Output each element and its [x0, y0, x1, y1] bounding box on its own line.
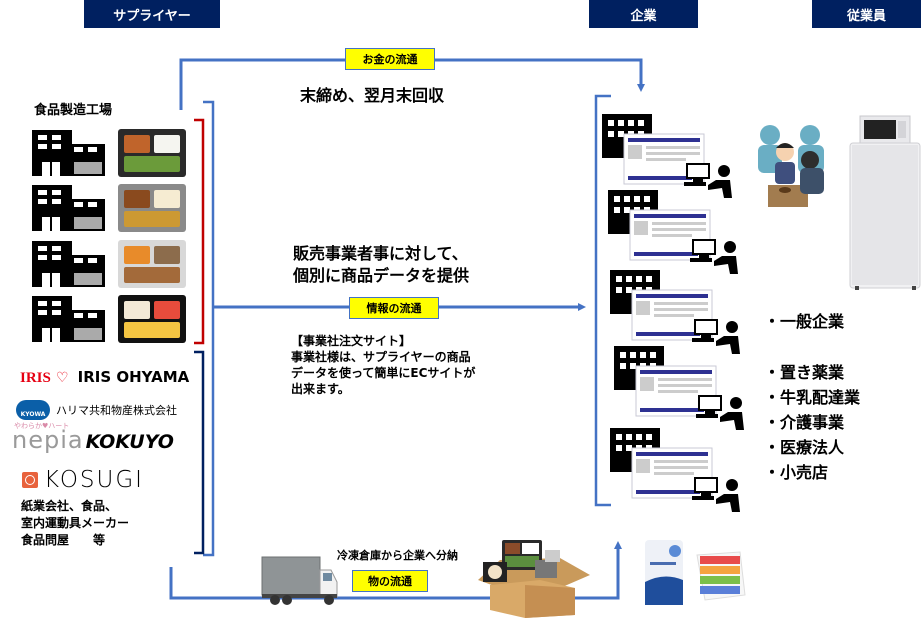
- header-employee: 従業員: [812, 0, 921, 28]
- factory-title: 食品製造工場: [34, 103, 113, 118]
- kyowa-logo-icon: KYOWA: [16, 400, 50, 420]
- info-flow-label: 情報の流通: [349, 297, 439, 319]
- header-company: 企業: [589, 0, 698, 28]
- ec-site-window-icon: [635, 365, 717, 417]
- info-note-line-3: データを使って簡単にECサイトが: [291, 366, 476, 380]
- money-flow-label: お金の流通: [345, 48, 435, 70]
- goods-flow-description: 冷凍倉庫から企業へ分納: [337, 549, 458, 562]
- factory-icon: [32, 130, 105, 176]
- iris-name: IRIS OHYAMA: [77, 368, 190, 386]
- kokuyo-name: KOKUYO: [85, 431, 174, 453]
- nepia-subtitle: やわらか♥ハート: [14, 422, 70, 430]
- fruit-cup-photo: [118, 295, 186, 343]
- heart-icon: ♡: [55, 370, 69, 386]
- other-suppliers-line-3: 食品問屋 等: [21, 533, 106, 547]
- other-suppliers-line-1: 紙業会社、食品、: [21, 499, 118, 513]
- person-at-computer-icon: [684, 163, 732, 198]
- ec-site-window-icon: [631, 447, 713, 499]
- person-at-computer-icon: [690, 239, 738, 274]
- money-flow-description: 末締め、翌月末回収: [300, 86, 445, 105]
- nepia-name: nepia: [12, 426, 84, 454]
- other-suppliers-line-2: 室内運動具メーカー: [21, 516, 130, 530]
- info-description-line-2: 個別に商品データを提供: [293, 266, 470, 285]
- packaged-meat-photo: [118, 240, 186, 288]
- info-note-line-1: 【事業社注文サイト】: [291, 334, 412, 348]
- iris-heart-icon: IRIS: [20, 370, 51, 386]
- brand-iris: IRIS ♡ IRIS OHYAMA: [20, 367, 189, 387]
- brand-kosugi: KOSUGI: [22, 467, 144, 493]
- person-at-computer-icon: [692, 319, 740, 354]
- info-description-line-1: 販売事業者事に対して、: [293, 244, 468, 263]
- bento-box-photo: [118, 129, 186, 177]
- kosugi-logo-icon: [22, 472, 38, 488]
- person-at-computer-icon: [696, 395, 744, 430]
- employee-category-5: ・小売店: [764, 463, 829, 482]
- company-bracket: [594, 94, 611, 507]
- kyowa-name: ハリマ共和物産株式会社: [56, 404, 177, 417]
- factory-icon: [32, 185, 105, 231]
- company-unit: [608, 190, 738, 274]
- employee-category-1: ・置き薬業: [764, 363, 845, 382]
- brand-bracket: [194, 350, 205, 555]
- goods-flow-label: 物の流通: [352, 570, 428, 592]
- goods-flow-line: [169, 541, 622, 600]
- company-unit: [610, 270, 740, 354]
- person-at-computer-icon: [692, 477, 740, 512]
- supplier-outer-bracket: [203, 100, 215, 557]
- kosugi-name: KOSUGI: [44, 467, 144, 493]
- employee-category-2: ・牛乳配達業: [764, 388, 861, 407]
- factory-icon: [32, 241, 105, 287]
- header-supplier: サプライヤー: [84, 0, 220, 28]
- employee-category-primary: ・一般企業: [764, 312, 845, 331]
- info-note-line-4: 出来ます。: [291, 382, 350, 396]
- info-note-line-2: 事業社様は、サプライヤーの商品: [291, 350, 471, 364]
- employee-category-3: ・介護事業: [764, 413, 845, 432]
- katsu-sandwich-photo: [118, 184, 186, 232]
- company-unit: [614, 346, 744, 430]
- brand-kyowa: KYOWA ハリマ共和物産株式会社: [16, 400, 177, 420]
- brand-nepia-kokuyo: nepia KOKUYO: [12, 426, 174, 454]
- company-unit: [602, 114, 732, 198]
- factory-bracket: [194, 118, 205, 345]
- company-unit: [610, 428, 740, 512]
- factory-icon: [32, 296, 105, 342]
- employee-category-4: ・医療法人: [764, 438, 845, 457]
